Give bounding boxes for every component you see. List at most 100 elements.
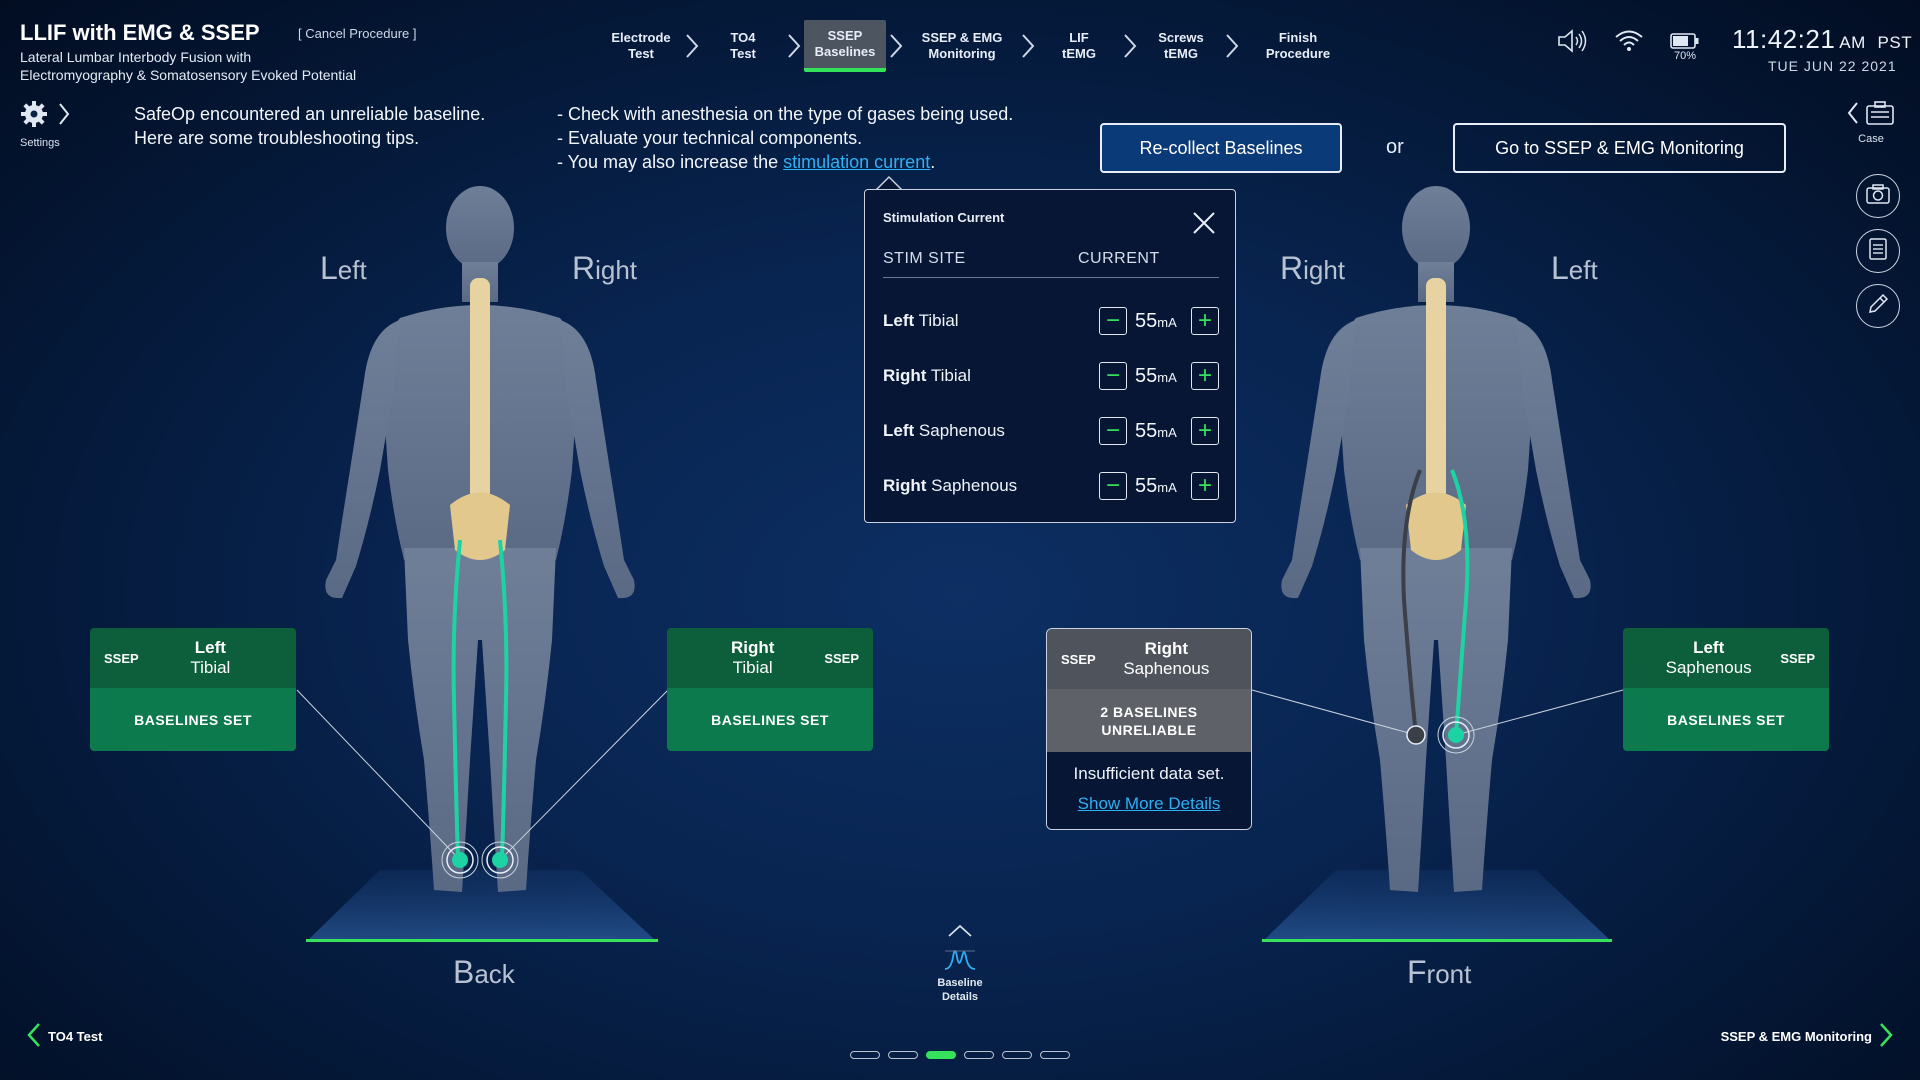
front-view-label: Front (1407, 954, 1471, 991)
current-unit: mA (1157, 369, 1177, 385)
electrode-left-saphenous[interactable] (1437, 716, 1475, 754)
go-to-monitoring-button[interactable]: Go to SSEP & EMG Monitoring (1453, 123, 1786, 173)
front-right-label: Right (1280, 250, 1345, 287)
tip-technical-components: - Evaluate your technical components. (557, 128, 863, 148)
card-nerve: Saphenous (1123, 659, 1210, 678)
card-nerve: Tibial (190, 658, 231, 677)
label-cap: L (320, 250, 338, 286)
decrease-current-button[interactable]: − (1099, 417, 1127, 445)
step-label: Electrode (611, 30, 671, 45)
increase-current-button[interactable]: + (1191, 362, 1219, 390)
card-tag: SSEP (824, 650, 859, 666)
cancel-procedure-button[interactable]: [ Cancel Procedure ] (298, 26, 417, 41)
show-more-details-link[interactable]: Show More Details (1077, 794, 1221, 813)
close-icon[interactable] (1191, 210, 1217, 236)
label-rest: eft (1568, 255, 1598, 285)
step-label: Baselines (814, 44, 876, 59)
settings-button[interactable]: Settings (20, 100, 90, 149)
recollect-baselines-button[interactable]: Re-collect Baselines (1100, 123, 1342, 173)
page-dot-active[interactable] (926, 1051, 956, 1059)
page-dot[interactable] (888, 1051, 918, 1059)
chevron-up-icon (918, 924, 1002, 943)
card-detail: Insufficient data set. (1073, 764, 1225, 783)
procedure-subtitle-line2: Electromyography & Somatosensory Evoked … (20, 67, 357, 83)
page-indicator (850, 1051, 1070, 1059)
baseline-details-label: Baseline (937, 977, 983, 989)
increase-current-button[interactable]: + (1191, 417, 1219, 445)
card-status: BASELINES SET (90, 688, 296, 751)
or-label: or (1386, 136, 1404, 158)
decrease-current-button[interactable]: − (1099, 472, 1127, 500)
current-value: 55mA (1135, 365, 1183, 388)
current-unit: mA (1157, 314, 1177, 330)
chevron-right-icon (682, 20, 702, 72)
col-current: CURRENT (1078, 250, 1160, 267)
electrode-left-tibial[interactable] (441, 841, 479, 879)
page-dot[interactable] (964, 1051, 994, 1059)
electrode-right-tibial[interactable] (481, 841, 519, 879)
increase-current-button[interactable]: + (1191, 472, 1219, 500)
stim-row-left-tibial: Left Tibial − 55mA + (883, 301, 1219, 341)
card-status: BASELINES SET (1623, 688, 1829, 751)
increase-current-button[interactable]: + (1191, 307, 1219, 335)
tip-text: . (930, 152, 936, 172)
page-dot[interactable] (1040, 1051, 1070, 1059)
speaker-icon[interactable] (1556, 28, 1588, 59)
clock-timezone: PST (1877, 33, 1913, 52)
step-label: SSEP & EMG (921, 30, 1003, 45)
case-button[interactable]: Case (1836, 100, 1906, 145)
chevron-right-icon (1878, 1022, 1894, 1051)
baseline-details-button[interactable]: Baseline Details (918, 924, 1002, 1004)
unreliable-baseline-message: SafeOp encountered an unreliable baselin… (134, 102, 485, 150)
current-value: 55mA (1135, 420, 1183, 443)
baseline-details-label: Details (941, 991, 979, 1003)
step-label: tEMG (1164, 46, 1198, 61)
wifi-icon[interactable] (1614, 29, 1644, 58)
card-status-line: UNRELIABLE (1101, 721, 1197, 738)
decrease-current-button[interactable]: − (1099, 362, 1127, 390)
card-side: Left (1693, 638, 1725, 657)
prev-step-button[interactable]: TO4 Test (26, 1022, 102, 1051)
edit-button[interactable] (1856, 284, 1900, 328)
right-saphenous-nerve (1401, 469, 1422, 736)
next-step-button[interactable]: SSEP & EMG Monitoring (1721, 1022, 1894, 1051)
step-label: tEMG (1062, 46, 1096, 61)
chevron-right-icon (1120, 20, 1140, 72)
next-step-label: SSEP & EMG Monitoring (1720, 1029, 1872, 1044)
settings-label: Settings (20, 137, 60, 149)
tip-text: - You may also increase the (557, 152, 784, 172)
chevron-right-icon (886, 20, 906, 72)
chevron-right-icon (784, 20, 804, 72)
divider (883, 277, 1219, 278)
electrode-right-saphenous[interactable] (1406, 725, 1426, 745)
stimulation-current-link[interactable]: stimulation current (783, 152, 931, 172)
page-dot[interactable] (850, 1051, 880, 1059)
step-label: Monitoring (928, 46, 996, 61)
stim-site-side: Left (883, 311, 915, 330)
decrease-current-button[interactable]: − (1099, 307, 1127, 335)
notes-button[interactable] (1856, 229, 1900, 273)
tip-gases: - Check with anesthesia on the type of g… (557, 104, 1014, 124)
label-cap: R (1280, 250, 1304, 286)
date: TUE JUN 22 2021 (1768, 58, 1897, 74)
page-dot[interactable] (1002, 1051, 1032, 1059)
stim-site-side: Right (883, 366, 927, 385)
label-cap: F (1407, 954, 1427, 990)
camera-button[interactable] (1856, 174, 1900, 218)
step-label: LIF (1069, 30, 1089, 45)
back-spine (450, 278, 510, 560)
procedure-title: LLIF with EMG & SSEP (20, 20, 260, 45)
